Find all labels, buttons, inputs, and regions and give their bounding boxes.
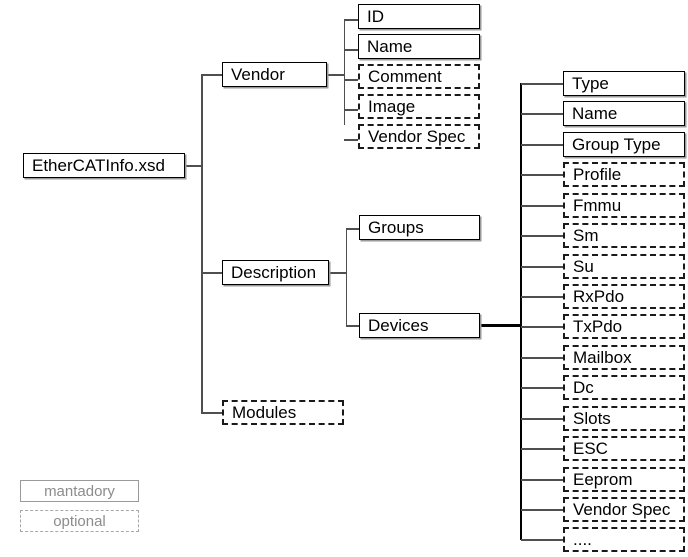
node-label: ID [367, 7, 384, 26]
edge-devices-to-su [521, 266, 563, 268]
node-device-profile[interactable]: Profile [563, 162, 685, 187]
edge-devices-to-txpdo [521, 326, 563, 328]
edge-root-to-modules [201, 412, 222, 414]
edge-vendor-to-comment [343, 79, 359, 81]
node-vendor-name[interactable]: Name [358, 34, 480, 59]
node-description[interactable]: Description [222, 260, 329, 285]
node-device-esc[interactable]: ESC [563, 436, 685, 461]
node-label: Image [368, 97, 416, 116]
edge-description-stub [329, 272, 347, 274]
node-device-eeprom[interactable]: Eeprom [563, 467, 685, 492]
node-label: Description [231, 263, 317, 282]
node-label: Groups [368, 218, 424, 237]
edge-devices-to-type [521, 83, 563, 85]
edge-devices-to-rxpdo [521, 296, 563, 298]
edge-root-to-vendor [201, 74, 222, 76]
node-vendor-id[interactable]: ID [358, 4, 480, 29]
node-label: Type [572, 74, 609, 93]
node-vendor-comment[interactable]: Comment [358, 64, 480, 89]
node-device-name[interactable]: Name [563, 101, 685, 126]
node-label: Mailbox [573, 348, 632, 367]
edge-vendor-to-name [343, 49, 359, 51]
edge-devices-to-sm [521, 235, 563, 237]
node-label: Vendor Spec [573, 500, 671, 519]
node-device-more[interactable]: .... [563, 527, 685, 552]
node-devices[interactable]: Devices [359, 313, 480, 338]
edge-devices-to-profile [521, 174, 563, 176]
node-label: Name [572, 104, 618, 123]
node-label: Profile [573, 165, 622, 184]
edge-devices-to-mailbox [521, 357, 563, 359]
node-vendor[interactable]: Vendor [222, 62, 327, 87]
node-device-group-type[interactable]: Group Type [563, 132, 685, 157]
edge-devices-to-slots [521, 418, 563, 420]
node-label: Name [367, 37, 413, 56]
node-device-sm[interactable]: Sm [563, 223, 685, 248]
edge-devices-to-more [521, 539, 563, 541]
node-modules[interactable]: Modules [222, 400, 344, 425]
edge-devices-trunk [519, 83, 522, 540]
edge-description-to-groups [345, 228, 360, 230]
legend-label: mantadory [44, 482, 115, 500]
node-label: Vendor Spec [368, 127, 466, 146]
node-device-dc[interactable]: Dc [563, 375, 685, 400]
edge-vendor-to-vendorspec [343, 139, 359, 141]
node-label: TxPdo [573, 317, 623, 336]
node-label: Comment [368, 67, 442, 86]
edge-devices-stub [480, 324, 522, 327]
edge-description-to-devices [345, 325, 360, 327]
edge-devices-to-vendorspec [521, 509, 563, 511]
node-groups[interactable]: Groups [359, 215, 480, 240]
node-label: ESC [573, 439, 608, 458]
node-device-slots[interactable]: Slots [563, 406, 685, 431]
edge-vendor-trunk [343, 19, 345, 125]
node-device-type[interactable]: Type [563, 71, 685, 96]
node-label: Dc [573, 378, 594, 397]
legend-item-mandatory: mantadory [20, 480, 139, 502]
legend-item-optional: optional [20, 510, 139, 532]
edge-devices-to-name [521, 113, 563, 115]
node-label: Devices [368, 316, 429, 335]
node-label: Modules [232, 403, 297, 422]
node-label: Slots [573, 409, 611, 428]
edge-vendor-to-image [343, 109, 359, 111]
edge-devices-to-fmmu [521, 205, 563, 207]
edge-vendor-stub [327, 74, 345, 76]
node-label: Group Type [572, 135, 661, 154]
node-label: Sm [573, 226, 599, 245]
node-label: Fmmu [573, 196, 622, 215]
node-label: Su [573, 257, 594, 276]
legend-label: optional [53, 512, 106, 530]
node-device-fmmu[interactable]: Fmmu [563, 193, 685, 218]
edge-description-trunk [345, 228, 347, 326]
edge-devices-to-esc [521, 448, 563, 450]
node-device-rxpdo[interactable]: RxPdo [563, 284, 685, 309]
edge-devices-to-dc [521, 387, 563, 389]
node-device-su[interactable]: Su [563, 254, 685, 279]
edge-root-to-description [201, 272, 222, 274]
node-device-vendor-spec[interactable]: Vendor Spec [563, 497, 685, 522]
node-label: EtherCATInfo.xsd [32, 156, 165, 175]
node-label: Eeprom [573, 470, 633, 489]
node-device-txpdo[interactable]: TxPdo [563, 314, 685, 339]
edge-root-trunk [201, 74, 203, 413]
node-label: .... [573, 530, 592, 549]
node-label: Vendor [231, 65, 285, 84]
node-label: RxPdo [573, 287, 625, 306]
edge-vendor-to-id [343, 19, 359, 21]
edge-root-stub [185, 165, 203, 167]
node-vendor-vendor-spec[interactable]: Vendor Spec [358, 124, 480, 149]
edge-devices-to-grouptype [521, 144, 563, 146]
edge-devices-to-eeprom [521, 479, 563, 481]
node-vendor-image[interactable]: Image [358, 94, 480, 119]
node-device-mailbox[interactable]: Mailbox [563, 345, 685, 370]
node-ethercatinfo-xsd[interactable]: EtherCATInfo.xsd [23, 153, 185, 178]
